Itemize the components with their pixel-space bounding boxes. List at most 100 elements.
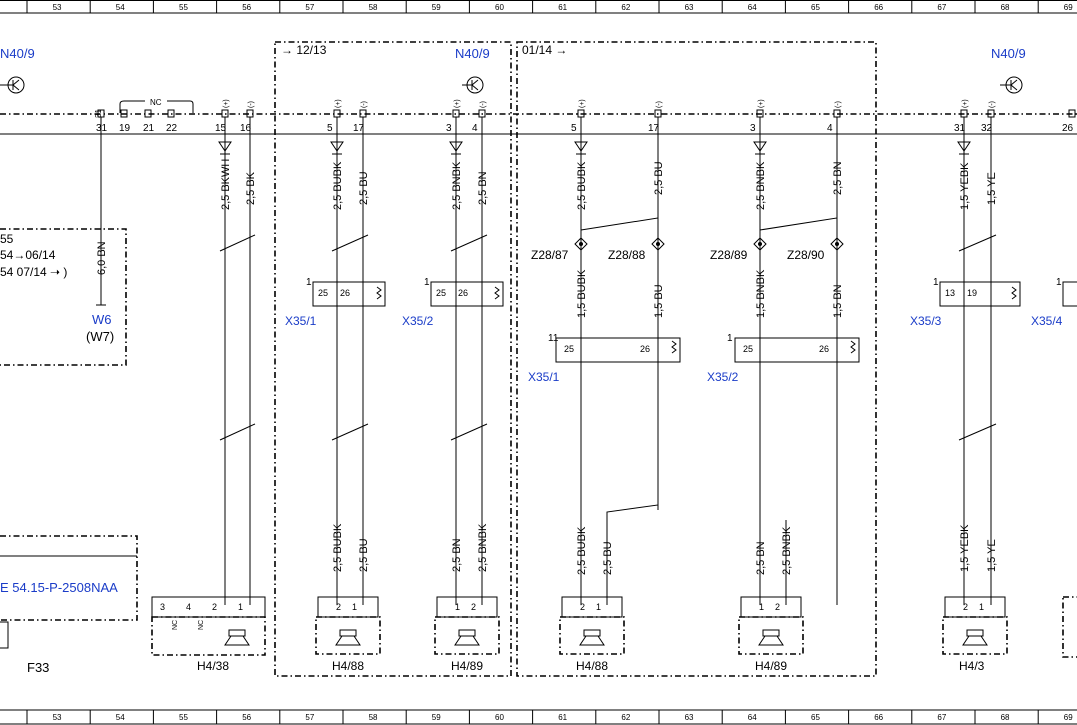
splice-label: Z28/87	[531, 248, 569, 262]
speaker-pin: 2	[580, 602, 585, 612]
pin-number: 4	[827, 123, 833, 134]
connector-pin: 26	[640, 344, 650, 354]
splice-dot	[835, 242, 839, 246]
pin-sign: (-)	[835, 101, 842, 108]
ruler-label: 62	[621, 713, 630, 722]
connector-label: X35/1	[528, 370, 560, 384]
ruler-label: 66	[874, 3, 883, 12]
doc-ref: E 54.15-P-2508NAA	[0, 580, 118, 595]
pin-sign: (+)	[579, 99, 586, 108]
speaker-label: H4/88	[576, 659, 608, 673]
speaker-frame	[738, 616, 804, 655]
speaker-connector	[561, 596, 623, 618]
pin-sign: (+)	[962, 99, 969, 108]
speaker-pin: 3	[160, 602, 165, 612]
n40-label-mid: N40/9	[455, 46, 490, 61]
ground-arrow	[330, 141, 344, 155]
connector-shield	[671, 340, 677, 354]
pin-number: 15	[215, 123, 227, 134]
splice-dot	[579, 242, 583, 246]
speaker-frame	[1062, 596, 1077, 658]
wire-label: 2,5 BK	[245, 171, 257, 205]
connector-pin: 26	[458, 288, 468, 298]
speaker-label: H4/38	[197, 659, 229, 673]
connector-pin: 25	[743, 344, 753, 354]
pin-number: 17	[648, 123, 660, 134]
connector-pin: 25	[436, 288, 446, 298]
ruler-label: 56	[242, 713, 251, 722]
wire-label: 2,5 BUBK	[332, 523, 344, 572]
speaker-pin: 2	[336, 602, 341, 612]
connector-shield	[494, 286, 500, 300]
speaker-pin: 1	[759, 602, 764, 612]
wire-label: 1,5 BNBK	[755, 269, 767, 318]
ruler-label: 61	[558, 3, 567, 12]
ruler-label: 55	[179, 713, 188, 722]
connector-pin: 13	[945, 288, 955, 298]
ground-arrow	[574, 141, 588, 155]
ground-arrow	[957, 141, 971, 155]
speaker-icon	[224, 629, 250, 646]
ruler-label: 56	[242, 3, 251, 12]
speaker-pin: 2	[775, 602, 780, 612]
splice-diamond	[753, 237, 767, 251]
pin-contact	[144, 109, 152, 118]
variant-frame-01-14	[516, 41, 877, 677]
ruler-label: 63	[685, 3, 694, 12]
speaker-connector	[151, 596, 266, 618]
connector-box	[939, 281, 1021, 307]
splice-diamond	[830, 237, 844, 251]
twist-mark	[450, 234, 488, 252]
connector-pin: 26	[340, 288, 350, 298]
pin-number-31: 31	[94, 109, 103, 118]
speaker-frame	[315, 616, 381, 655]
connector-shield	[850, 340, 856, 354]
wire-crossover	[606, 362, 659, 605]
ruler-label: 63	[685, 713, 694, 722]
connector-corner: 11	[548, 333, 559, 344]
speaker-icon	[758, 629, 784, 646]
pin-number: 5	[571, 123, 577, 134]
connector-box	[555, 337, 681, 363]
wire-label: 2,5 BU	[358, 538, 370, 572]
pin-number: 16	[240, 123, 252, 134]
twist-mark	[450, 423, 488, 441]
speaker-frame	[942, 616, 1008, 655]
ruler-label: 58	[369, 713, 378, 722]
f33-label: F33	[27, 660, 49, 675]
splice-diamond	[574, 237, 588, 251]
variant-frame-12-13	[274, 41, 512, 677]
pin-number: 31	[954, 123, 966, 134]
wire-label: 2,5 BUBK	[576, 161, 588, 210]
w6-label: W6	[92, 312, 112, 327]
wire-label: 2,5 BUBK	[576, 526, 588, 575]
connector-corner: 1	[727, 333, 733, 344]
wire-label: 2,5 BNBK	[477, 523, 489, 572]
speaker-connector	[436, 596, 498, 618]
connector-pin: 25	[318, 288, 328, 298]
wire-6bn-label: 6,0 BN	[96, 241, 108, 275]
connector-corner: 1	[933, 277, 939, 288]
ruler-label: 53	[53, 3, 62, 12]
pin-sign: (-)	[480, 101, 487, 108]
speaker-connector	[317, 596, 379, 618]
ruler-label: 55	[179, 3, 188, 12]
twist-mark	[958, 234, 997, 252]
ruler-label: 59	[432, 3, 441, 12]
ruler-label: 67	[937, 3, 946, 12]
ruler-label: 57	[305, 713, 314, 722]
speaker-pin: 2	[471, 602, 476, 612]
pin-sign: (+)	[335, 99, 342, 108]
wire-label: 2,5 BNBK	[781, 526, 793, 575]
range-label-b: 01/14 →	[522, 43, 567, 57]
connector-corner: 1	[424, 277, 430, 288]
pin-number: 4	[472, 123, 478, 134]
ruler-label: 66	[874, 713, 883, 722]
n40-label-left: N40/9	[0, 46, 35, 61]
speaker-frame	[434, 616, 500, 655]
wire-label: 2,5 BN	[755, 541, 767, 575]
connector-label: X35/2	[402, 314, 434, 328]
wire-label: 2,5 BN	[832, 161, 844, 195]
